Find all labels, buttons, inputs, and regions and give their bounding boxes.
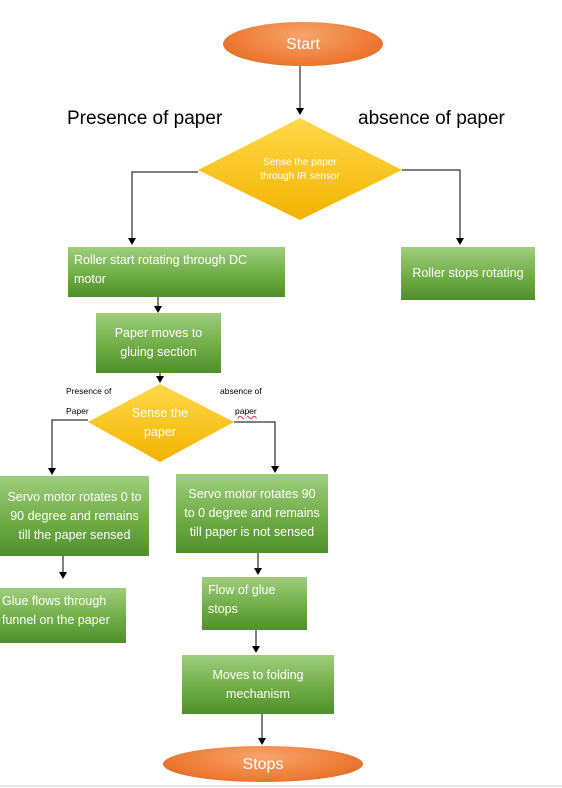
roller-start-text: Roller start rotating through DC motor <box>74 253 247 286</box>
absence-of-small-label: absence of <box>220 386 262 396</box>
glue-flows-box: Glue flows through funnel on the paper <box>0 588 126 643</box>
decision-diamond-ir <box>198 118 402 220</box>
start-label: Start <box>286 35 320 53</box>
servo-0-90-text: Servo motor rotates 0 to 90 degree and r… <box>7 489 142 542</box>
servo-90-0-box: Servo motor rotates 90 to 0 degree and r… <box>176 474 328 553</box>
paper-moves-box: Paper moves to gluing section <box>96 313 221 373</box>
flow-glue-stops-box: Flow of glue stops <box>202 577 307 630</box>
stops-oval: Stops <box>163 746 363 782</box>
roller-start-box: Roller start rotating through DC motor <box>68 247 285 297</box>
roller-stop-text: Roller stops rotating <box>412 266 524 280</box>
paper-moves-text: Paper moves to gluing section <box>114 326 203 359</box>
roller-stop-box: Roller stops rotating <box>401 247 535 300</box>
stops-label: Stops <box>242 755 284 773</box>
arrow-sense-to-roller-stop <box>402 169 464 245</box>
presence-of-paper-label: Presence of paper <box>67 108 223 129</box>
absence-of-paper-label: absence of paper <box>358 108 505 129</box>
glue-flows-text: Glue flows through funnel on the paper <box>2 594 110 627</box>
servo-90-0-text: Servo motor rotates 90 to 0 degree and r… <box>184 487 320 539</box>
decision-diamond-sense <box>88 384 234 462</box>
presence-of-small-label: Presence of <box>66 386 112 396</box>
sense-ir-text: Sense the paper through IR sensor <box>260 157 340 182</box>
flow-glue-stops-text: Flow of glue stops <box>208 583 276 616</box>
arrow-sense-to-servo-right <box>234 421 279 473</box>
start-oval: Start <box>223 22 383 66</box>
paper-small-right-label: paper <box>235 406 257 416</box>
arrow-sense-to-servo-left <box>48 419 88 475</box>
sense-paper-text: Sense the paper <box>131 406 189 439</box>
servo-0-90-box: Servo motor rotates 0 to 90 degree and r… <box>0 476 149 556</box>
moves-folding-box: Moves to folding mechanism <box>182 655 334 714</box>
moves-folding-text: Moves to folding mechanism <box>212 667 304 701</box>
paper-small-left-label: Paper <box>66 406 89 416</box>
arrow-sense-to-roller-start <box>128 171 198 245</box>
